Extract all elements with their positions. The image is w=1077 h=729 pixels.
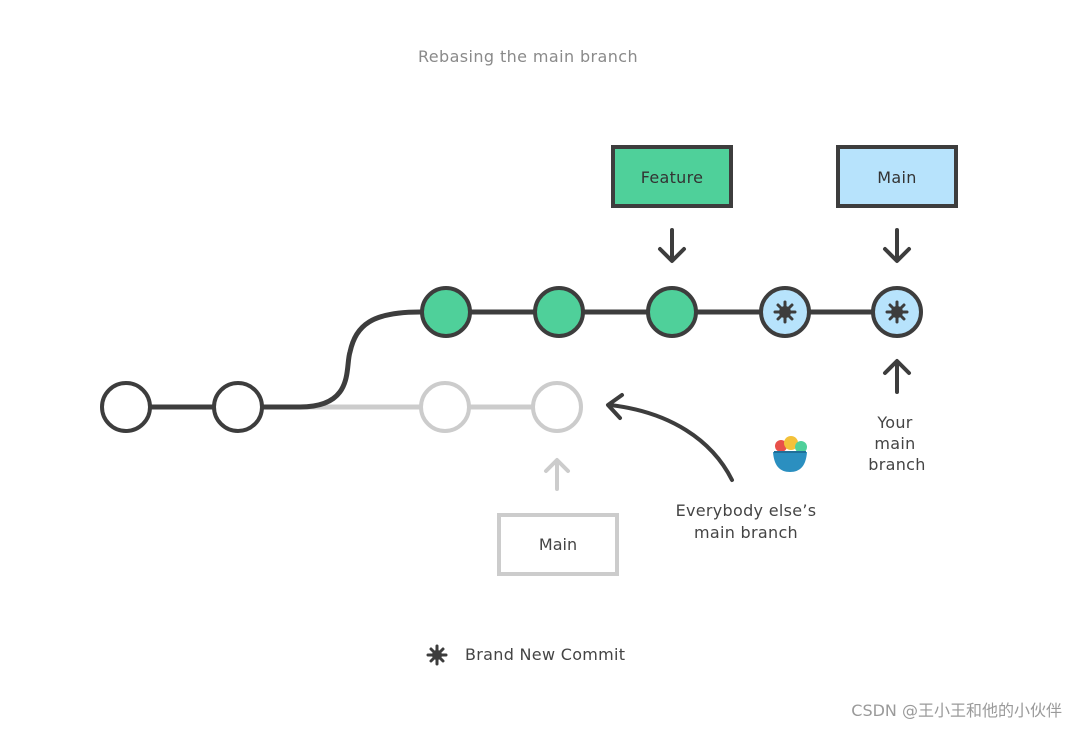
your-main-annotation-line-1: Your xyxy=(876,413,912,432)
your-main-annotation-line-2: main xyxy=(874,434,915,453)
ghost-commit-2 xyxy=(531,381,583,433)
new-commit-star-icon xyxy=(773,300,797,324)
team-bowl-icon xyxy=(773,436,807,472)
everybody-else-arrowhead-icon xyxy=(606,393,624,420)
your-main-label: Main xyxy=(877,168,916,187)
old-main-up-arrow-icon xyxy=(544,458,570,491)
feature-label: Feature xyxy=(641,168,704,187)
old-main-label-box xyxy=(497,513,619,576)
feature-label-box xyxy=(611,145,733,208)
feature-arrow-icon xyxy=(658,228,686,263)
base-commit-1 xyxy=(100,381,152,433)
new-commit-star-icon xyxy=(885,300,909,324)
ghost-commit-1 xyxy=(419,381,471,433)
your-main-up-arrow-icon xyxy=(883,359,911,394)
feature-commit-2 xyxy=(533,286,585,338)
your-main-arrow-icon xyxy=(883,228,911,263)
feature-commit-3 xyxy=(646,286,698,338)
old-main-label: Main xyxy=(539,535,577,554)
your-main-annotation-line-3: branch xyxy=(868,455,925,474)
watermark: CSDN @王小王和他的小伙伴 xyxy=(851,701,1062,720)
everybody-else-annotation-line-2: main branch xyxy=(694,523,798,542)
legend-star-icon xyxy=(426,644,448,666)
rebase-curve xyxy=(299,309,421,410)
legend-label: Brand New Commit xyxy=(465,645,625,664)
your-main-label-box xyxy=(836,145,958,208)
diagram-title: Rebasing the main branch xyxy=(418,47,638,66)
base-commit-2 xyxy=(212,381,264,433)
everybody-else-curved-arrow xyxy=(608,403,734,482)
everybody-else-annotation-line-1: Everybody else’s xyxy=(676,501,817,520)
feature-commit-1 xyxy=(420,286,472,338)
